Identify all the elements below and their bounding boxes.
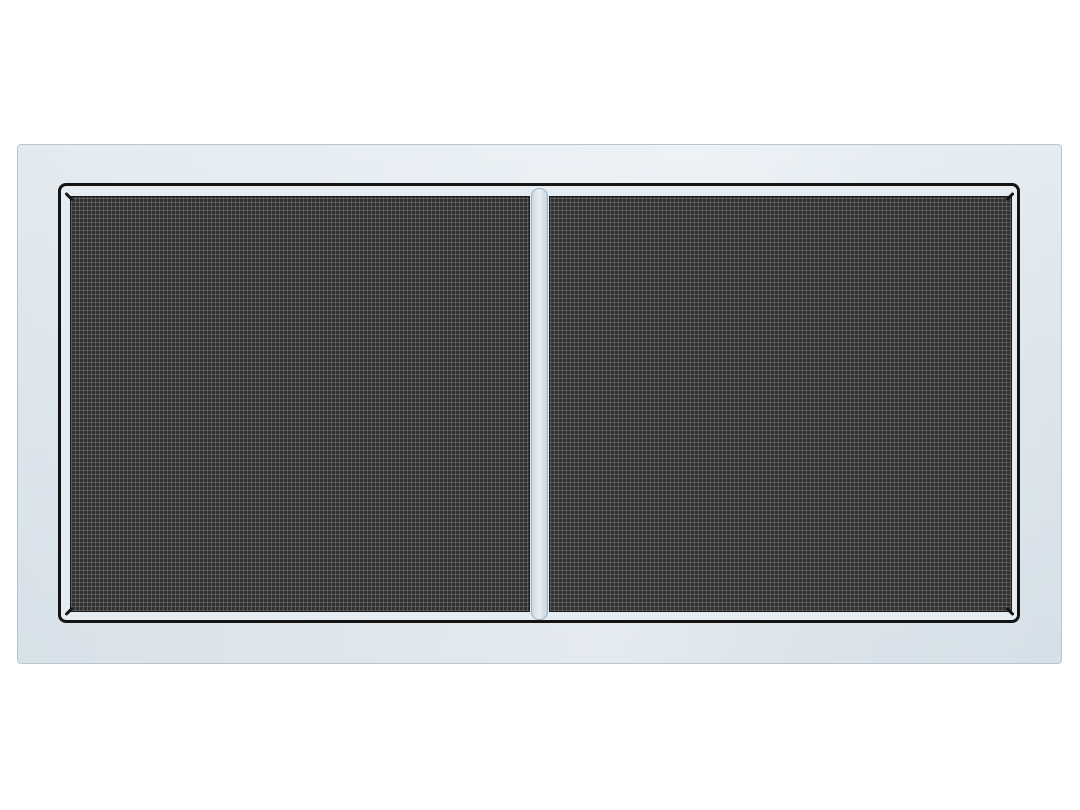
mesh-panel-right bbox=[549, 196, 1012, 612]
center-divider-bar bbox=[531, 188, 548, 620]
mesh-panel-left bbox=[70, 196, 530, 612]
